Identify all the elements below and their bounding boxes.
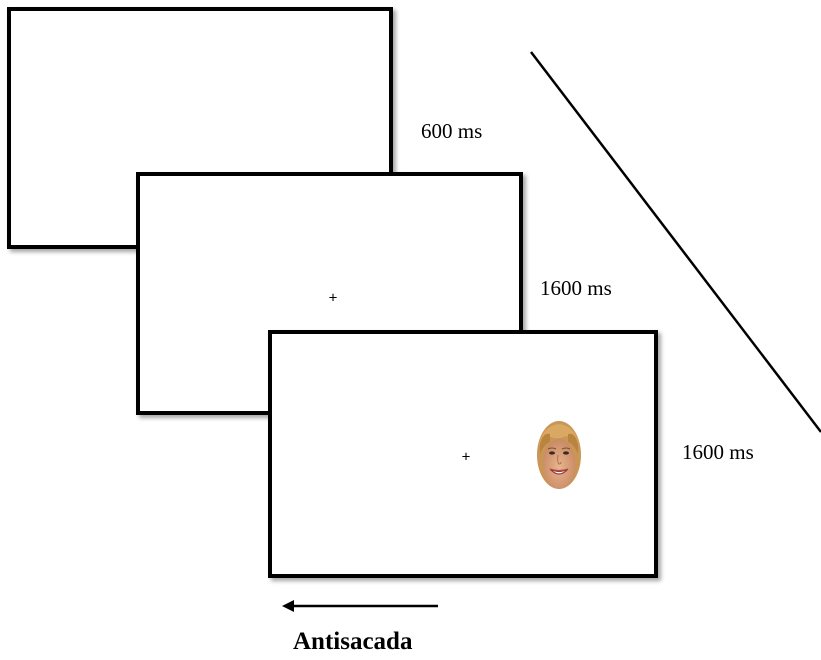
left-arrow-icon [282,600,438,612]
screen-target: + [268,330,658,578]
duration-label-fixation: 1600 ms [540,276,612,300]
smiling-face-icon [537,421,581,489]
duration-label-target: 1600 ms [682,440,754,464]
fixation-cross: + [328,289,338,307]
duration-label-blank: 600 ms [421,119,483,143]
fixation-cross: + [461,448,471,466]
condition-label: Antisacada [293,628,413,655]
